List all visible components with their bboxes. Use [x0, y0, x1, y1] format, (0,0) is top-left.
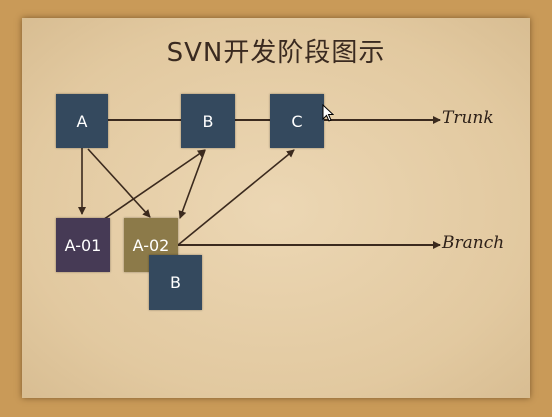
mouse-pointer-icon	[322, 104, 334, 122]
node-branch-b-label: B	[170, 273, 181, 292]
node-a02-label: A-02	[132, 235, 170, 255]
branch-label: Branch	[442, 233, 505, 253]
node-c-label: C	[291, 111, 303, 131]
diagram-title: SVN开发阶段图示	[166, 38, 386, 68]
node-a: A	[56, 94, 108, 148]
node-b: B	[181, 94, 235, 148]
diagram-board	[22, 18, 530, 398]
node-a01: A-01	[56, 218, 110, 272]
node-c: C	[270, 94, 324, 148]
node-branch-b: B	[149, 255, 202, 310]
arrow-a01-to-b	[93, 149, 206, 227]
arrow-b-to-a02	[178, 149, 206, 219]
node-a-label: A	[76, 111, 88, 131]
arrow-a02-to-c	[177, 149, 295, 246]
node-a01-label: A-01	[64, 235, 102, 255]
trunk-label: Trunk	[442, 108, 494, 128]
node-b-label: B	[202, 111, 214, 131]
arrow-a-to-a02	[87, 148, 151, 218]
